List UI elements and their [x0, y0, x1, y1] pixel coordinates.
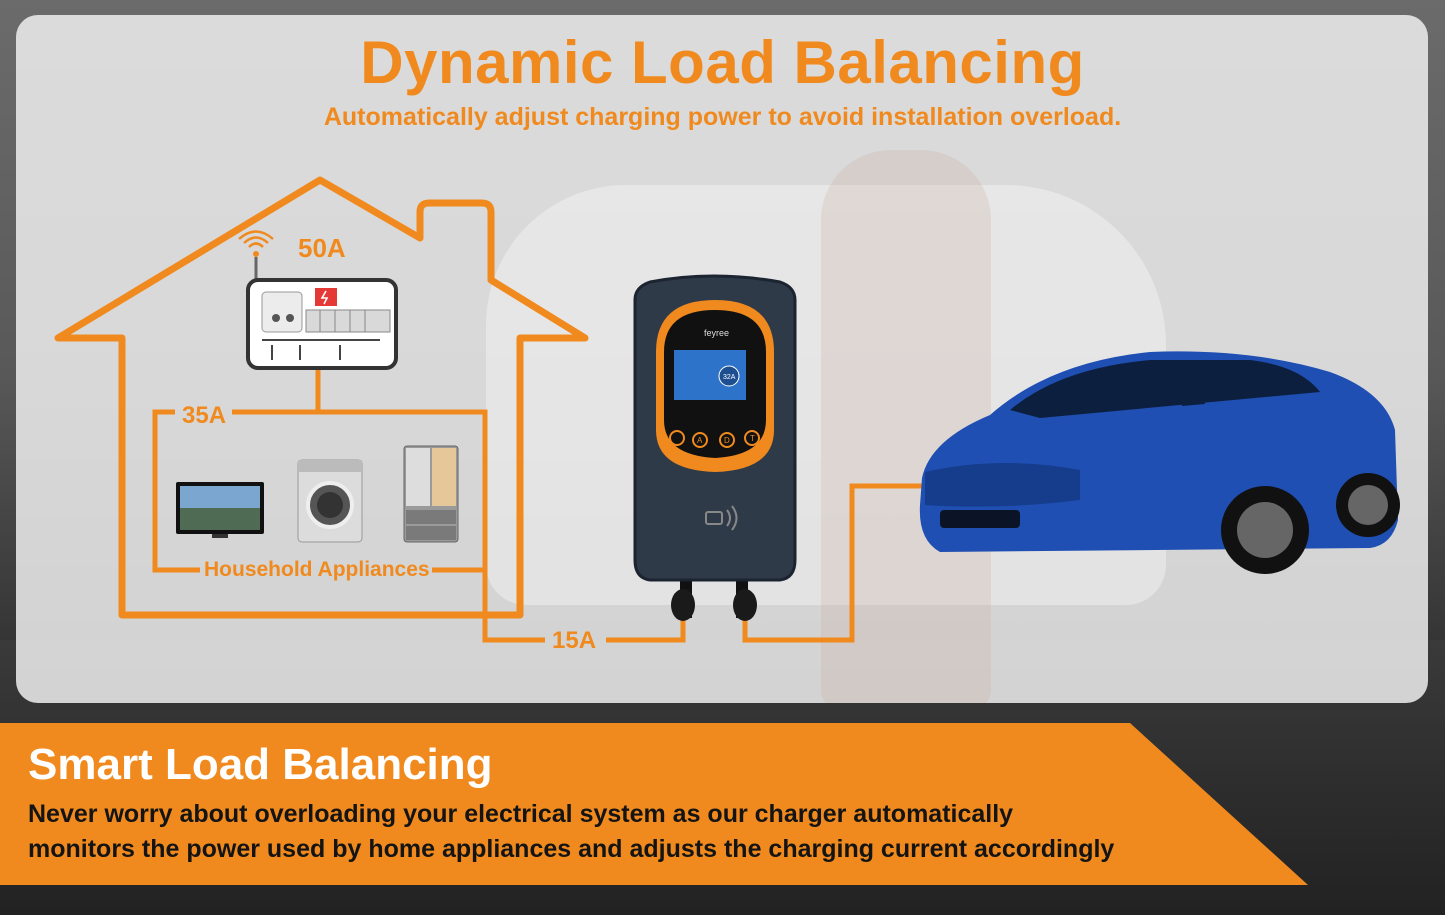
- appliances-label: Household Appliances: [204, 558, 430, 581]
- page-title: Dynamic Load Balancing: [360, 29, 1085, 96]
- banner-line-1: Never worry about overloading your elect…: [28, 800, 1014, 828]
- charger-display-current: 32A: [723, 374, 736, 381]
- background-person-silhouette: [821, 150, 991, 703]
- charger-brand-text: feyree: [704, 328, 729, 338]
- wifi-signal-icon: [238, 230, 274, 285]
- banner-title: Smart Load Balancing: [28, 740, 493, 789]
- banner-line-2: monitors the power used by home applianc…: [28, 835, 1115, 863]
- charger-button-a: A: [697, 436, 703, 445]
- charger-car-line: [742, 483, 940, 643]
- charger-current-label: 15A: [552, 627, 597, 654]
- ev-charger-icon: [633, 274, 797, 621]
- house-supply-label: 50A: [298, 233, 346, 263]
- washing-machine-icon: [297, 459, 363, 543]
- charger-button-d: D: [724, 436, 730, 445]
- appliances-current-label: 35A: [182, 402, 227, 429]
- tv-icon: [176, 482, 264, 538]
- house-outline: [54, 176, 589, 619]
- electric-car-icon: [919, 351, 1400, 574]
- appliances-box: [152, 409, 200, 573]
- banner-shape: [0, 723, 1308, 885]
- charger-button-t: T: [750, 434, 755, 443]
- appliances-box-right: [232, 409, 545, 643]
- banner-body: Never worry about overloading your elect…: [28, 797, 1228, 867]
- electrical-panel-icon: [246, 278, 398, 370]
- page-subtitle: Automatically adjust charging power to a…: [323, 103, 1122, 131]
- refrigerator-icon: [403, 445, 459, 543]
- charger-feed-line: [606, 620, 686, 643]
